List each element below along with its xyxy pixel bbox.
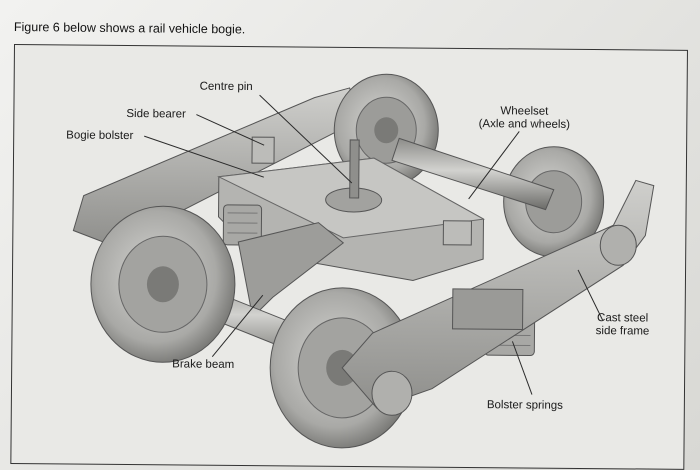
label-cast-steel-line1: Cast steel bbox=[596, 312, 649, 325]
label-bolster-springs: Bolster springs bbox=[486, 399, 563, 412]
figure-caption: Figure 6 below shows a rail vehicle bogi… bbox=[13, 20, 246, 37]
label-bogie-bolster: Bogie bolster bbox=[66, 129, 134, 143]
cast-steel-side-frame-shape bbox=[341, 179, 655, 416]
label-wheelset-line2: (Axle and wheels) bbox=[478, 118, 571, 131]
label-cast-steel-side-frame: Cast steel side frame bbox=[582, 312, 662, 339]
label-centre-pin: Centre pin bbox=[199, 80, 253, 94]
figure-frame: Centre pin Side bearer Bogie bolster Whe… bbox=[10, 44, 688, 470]
label-brake-beam: Brake beam bbox=[172, 358, 235, 371]
front-left-wheel bbox=[90, 205, 236, 363]
rear-axle bbox=[391, 137, 555, 211]
label-side-bearer: Side bearer bbox=[126, 107, 186, 121]
leader-lines bbox=[144, 94, 604, 395]
brake-beam-shape bbox=[237, 222, 345, 319]
bogie-illustration bbox=[72, 73, 655, 449]
label-wheelset-line1: Wheelset bbox=[500, 105, 549, 118]
label-wheelset: Wheelset (Axle and wheels) bbox=[469, 105, 579, 132]
label-cast-steel-line2: side frame bbox=[595, 325, 650, 338]
